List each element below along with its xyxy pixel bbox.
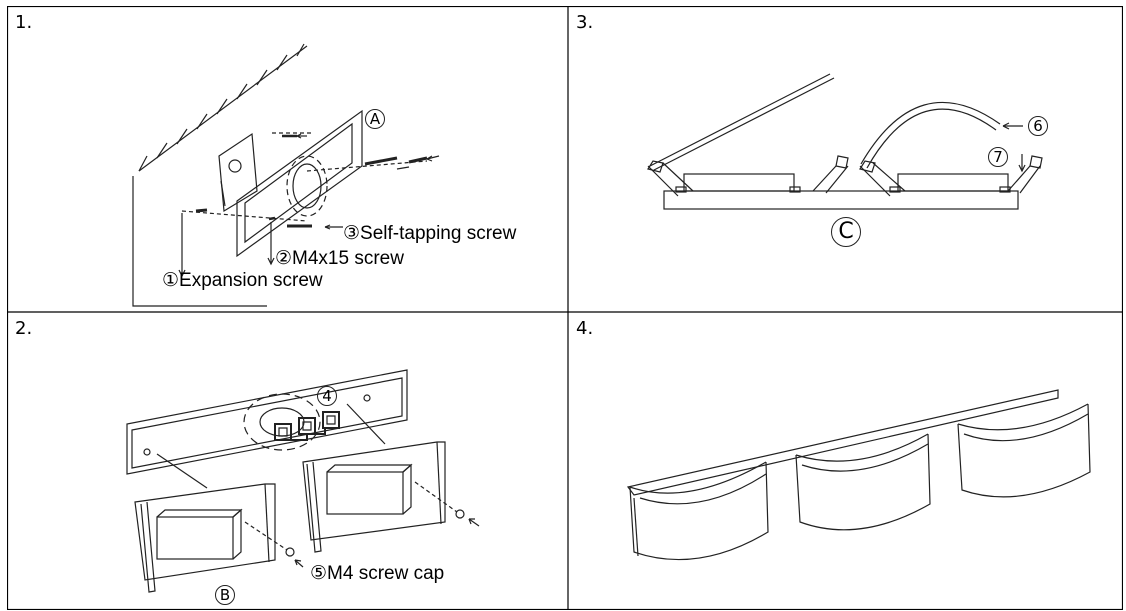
curved-glass-shade (860, 101, 1001, 169)
panel-step-2: 2. (7, 312, 568, 610)
label-step-6: 6 (1028, 116, 1048, 136)
screws (181, 132, 428, 228)
screw-cap-label: ⑤M4 screw cap (310, 563, 445, 584)
screw-caps (244, 481, 480, 568)
left-fixture (647, 155, 849, 197)
panel-grid (7, 6, 1123, 610)
label-b: B (215, 585, 235, 605)
panel-step-1: 1. (7, 6, 568, 312)
wall-bracket (218, 132, 258, 213)
panel-step-3: 3. (568, 6, 1123, 312)
step-number: 3. (576, 12, 594, 33)
label-a: A (365, 109, 385, 129)
wall-mount-bracket-drawing (132, 43, 440, 307)
step-number: 4. (576, 318, 594, 339)
back-plate (126, 369, 408, 475)
label-step-4: 4 (317, 386, 337, 406)
driver-wiring-drawing (126, 369, 480, 593)
expansion-screw-label: ①Expansion screw (162, 270, 323, 291)
finished-fixture-drawing (626, 389, 1091, 561)
shade-left (629, 461, 769, 561)
mounting-plate (236, 109, 363, 258)
step-number: 2. (15, 318, 33, 339)
self-tapping-screw-label: ③Self-tapping screw (343, 223, 517, 244)
wires (156, 403, 386, 489)
shade-center (795, 433, 931, 531)
direction-arrows (178, 133, 440, 278)
back-bar (626, 389, 1059, 496)
label-step-7: 7 (988, 147, 1008, 167)
step-number: 1. (15, 12, 33, 33)
direction-arrows (1002, 122, 1026, 173)
right-housing (302, 441, 446, 553)
base-bar (663, 190, 1019, 210)
label-c: C (831, 217, 861, 247)
right-fixture (859, 155, 1043, 197)
connector-blocks (274, 411, 340, 441)
tilted-glass-shade (649, 73, 835, 171)
installation-sheet: 1. (7, 6, 1123, 610)
left-housing (134, 483, 276, 593)
wall-surface (132, 176, 267, 307)
shade-right (957, 403, 1091, 498)
m4x15-screw-label: ②M4x15 screw (275, 248, 404, 269)
panel-step-4: 4. (568, 312, 1123, 610)
wall-hatching (138, 43, 308, 172)
shade-attachment-drawing (647, 73, 1043, 210)
